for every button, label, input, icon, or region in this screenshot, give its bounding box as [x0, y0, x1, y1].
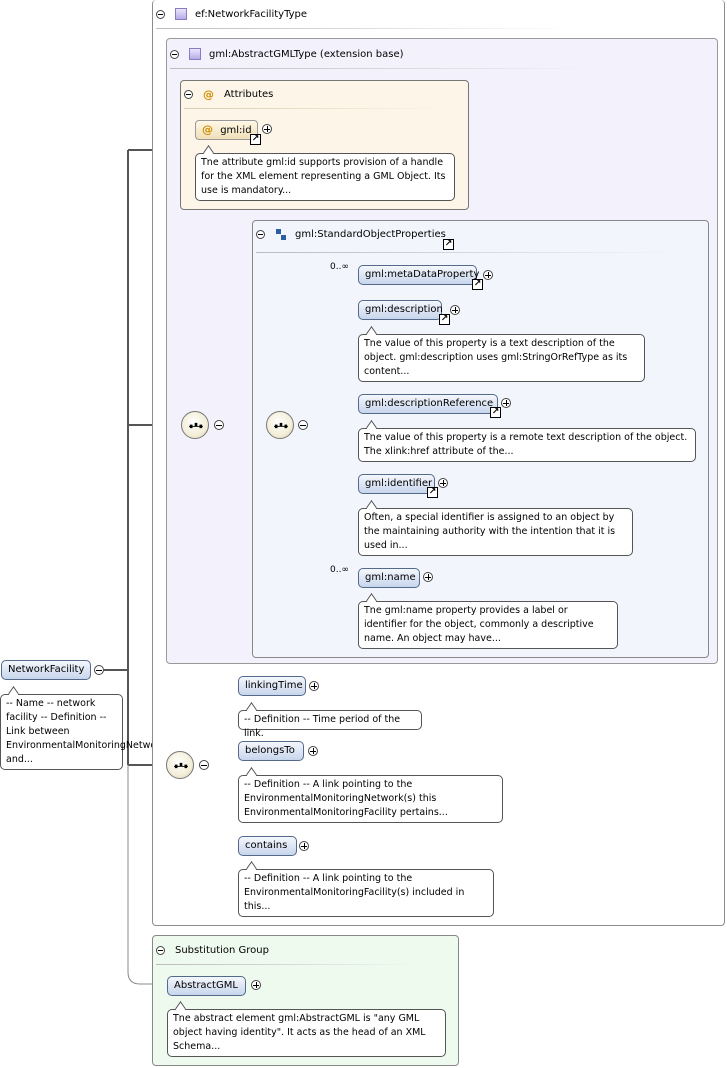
cardinality-label: 0..∞ [330, 262, 349, 272]
collapse-attributes-icon[interactable] [184, 89, 193, 99]
element-linkingtime[interactable]: linkingTime [238, 676, 306, 696]
collapse-base-icon[interactable] [170, 49, 179, 59]
element-abstractgml[interactable]: AbstractGML [167, 976, 246, 996]
collapse-substitution-icon[interactable] [156, 945, 165, 955]
group-title: gml:StandardObjectProperties [295, 228, 446, 240]
substitution-title: Substitution Group [175, 944, 269, 956]
collapse-root-icon[interactable] [94, 665, 104, 675]
attribute-icon: @ [202, 123, 213, 136]
complex-type-icon [189, 48, 201, 60]
sequence-compositor-icon[interactable] [181, 411, 209, 439]
base-box-divider [170, 68, 590, 69]
substitution-documentation: The abstract element gml:AbstractGML is … [167, 1009, 446, 1057]
attributes-divider [184, 108, 444, 109]
sequence-compositor-icon[interactable] [266, 411, 294, 439]
element-documentation: -- Definition -- A link pointing to the … [238, 775, 503, 823]
attribute-gml-id[interactable]: @ gml:id [195, 120, 258, 140]
expand-element-icon[interactable] [251, 980, 261, 990]
expand-element-icon[interactable] [423, 572, 433, 582]
type-box-header: ef:NetworkFacilityType [156, 4, 307, 24]
element-documentation: -- Definition -- Time period of the link… [238, 710, 422, 739]
base-type-header: gml:AbstractGMLType (extension base) [170, 44, 404, 64]
expand-gml-id-icon[interactable] [262, 124, 272, 134]
element-belongsto[interactable]: belongsTo [238, 741, 304, 761]
collapse-sequence-icon[interactable] [298, 420, 308, 430]
link-arrow-icon[interactable]: ↗ [443, 239, 454, 250]
collapse-group-icon[interactable] [256, 229, 265, 239]
expand-element-icon[interactable] [308, 746, 318, 756]
link-arrow-icon[interactable]: ↗ [439, 314, 450, 325]
type-box-title: ef:NetworkFacilityType [195, 8, 308, 20]
expand-element-icon[interactable] [450, 305, 460, 315]
base-type-title: gml:AbstractGMLType (extension base) [209, 48, 404, 60]
element-documentation: The gml:name property provides a label o… [358, 601, 618, 649]
element-contains[interactable]: contains [238, 836, 297, 856]
complex-type-icon [175, 8, 187, 20]
element-documentation: -- Definition -- A link pointing to the … [238, 869, 494, 917]
link-arrow-icon[interactable]: ↗ [472, 279, 483, 290]
root-element-networkfacility[interactable]: NetworkFacility [1, 660, 91, 680]
link-arrow-icon[interactable]: ↗ [490, 407, 501, 418]
attributes-header: @ Attributes [184, 84, 273, 104]
substitution-divider [156, 964, 416, 965]
expand-element-icon[interactable] [483, 270, 493, 280]
attribute-icon: @ [203, 87, 214, 101]
gml-id-documentation: The attribute gml:id supports provision … [195, 153, 455, 201]
element-gml-name[interactable]: gml:name [358, 568, 420, 588]
link-arrow-icon[interactable]: ↗ [250, 134, 261, 145]
expand-element-icon[interactable] [309, 681, 319, 691]
group-icon [275, 228, 287, 240]
element-documentation: The value of this property is a text des… [358, 334, 645, 382]
collapse-sequence-icon[interactable] [199, 760, 209, 770]
substitution-header: Substitution Group [156, 940, 269, 960]
element-gml-identifier[interactable]: gml:identifier [358, 474, 435, 494]
type-box-divider [156, 28, 576, 29]
element-gml-metadataproperty[interactable]: gml:metaDataProperty [358, 265, 479, 285]
attributes-title: Attributes [224, 88, 274, 100]
element-documentation: Often, a special identifier is assigned … [358, 508, 633, 556]
expand-element-icon[interactable] [501, 398, 511, 408]
element-documentation: The value of this property is a remote t… [358, 428, 696, 462]
collapse-sequence-icon[interactable] [214, 420, 224, 430]
element-gml-description[interactable]: gml:description [358, 300, 443, 320]
attribute-gml-id-label: gml:id [220, 125, 252, 136]
expand-element-icon[interactable] [438, 478, 448, 488]
cardinality-label: 0..∞ [330, 565, 349, 575]
group-header: gml:StandardObjectProperties [256, 224, 446, 244]
link-arrow-icon[interactable]: ↗ [427, 487, 438, 498]
root-documentation: -- Name -- network facility -- Definitio… [0, 694, 166, 770]
group-divider [256, 252, 676, 253]
expand-element-icon[interactable] [299, 841, 309, 851]
sequence-compositor-icon[interactable] [166, 751, 194, 779]
element-gml-descriptionreference[interactable]: gml:descriptionReference [358, 394, 498, 414]
collapse-type-icon[interactable] [156, 9, 165, 19]
